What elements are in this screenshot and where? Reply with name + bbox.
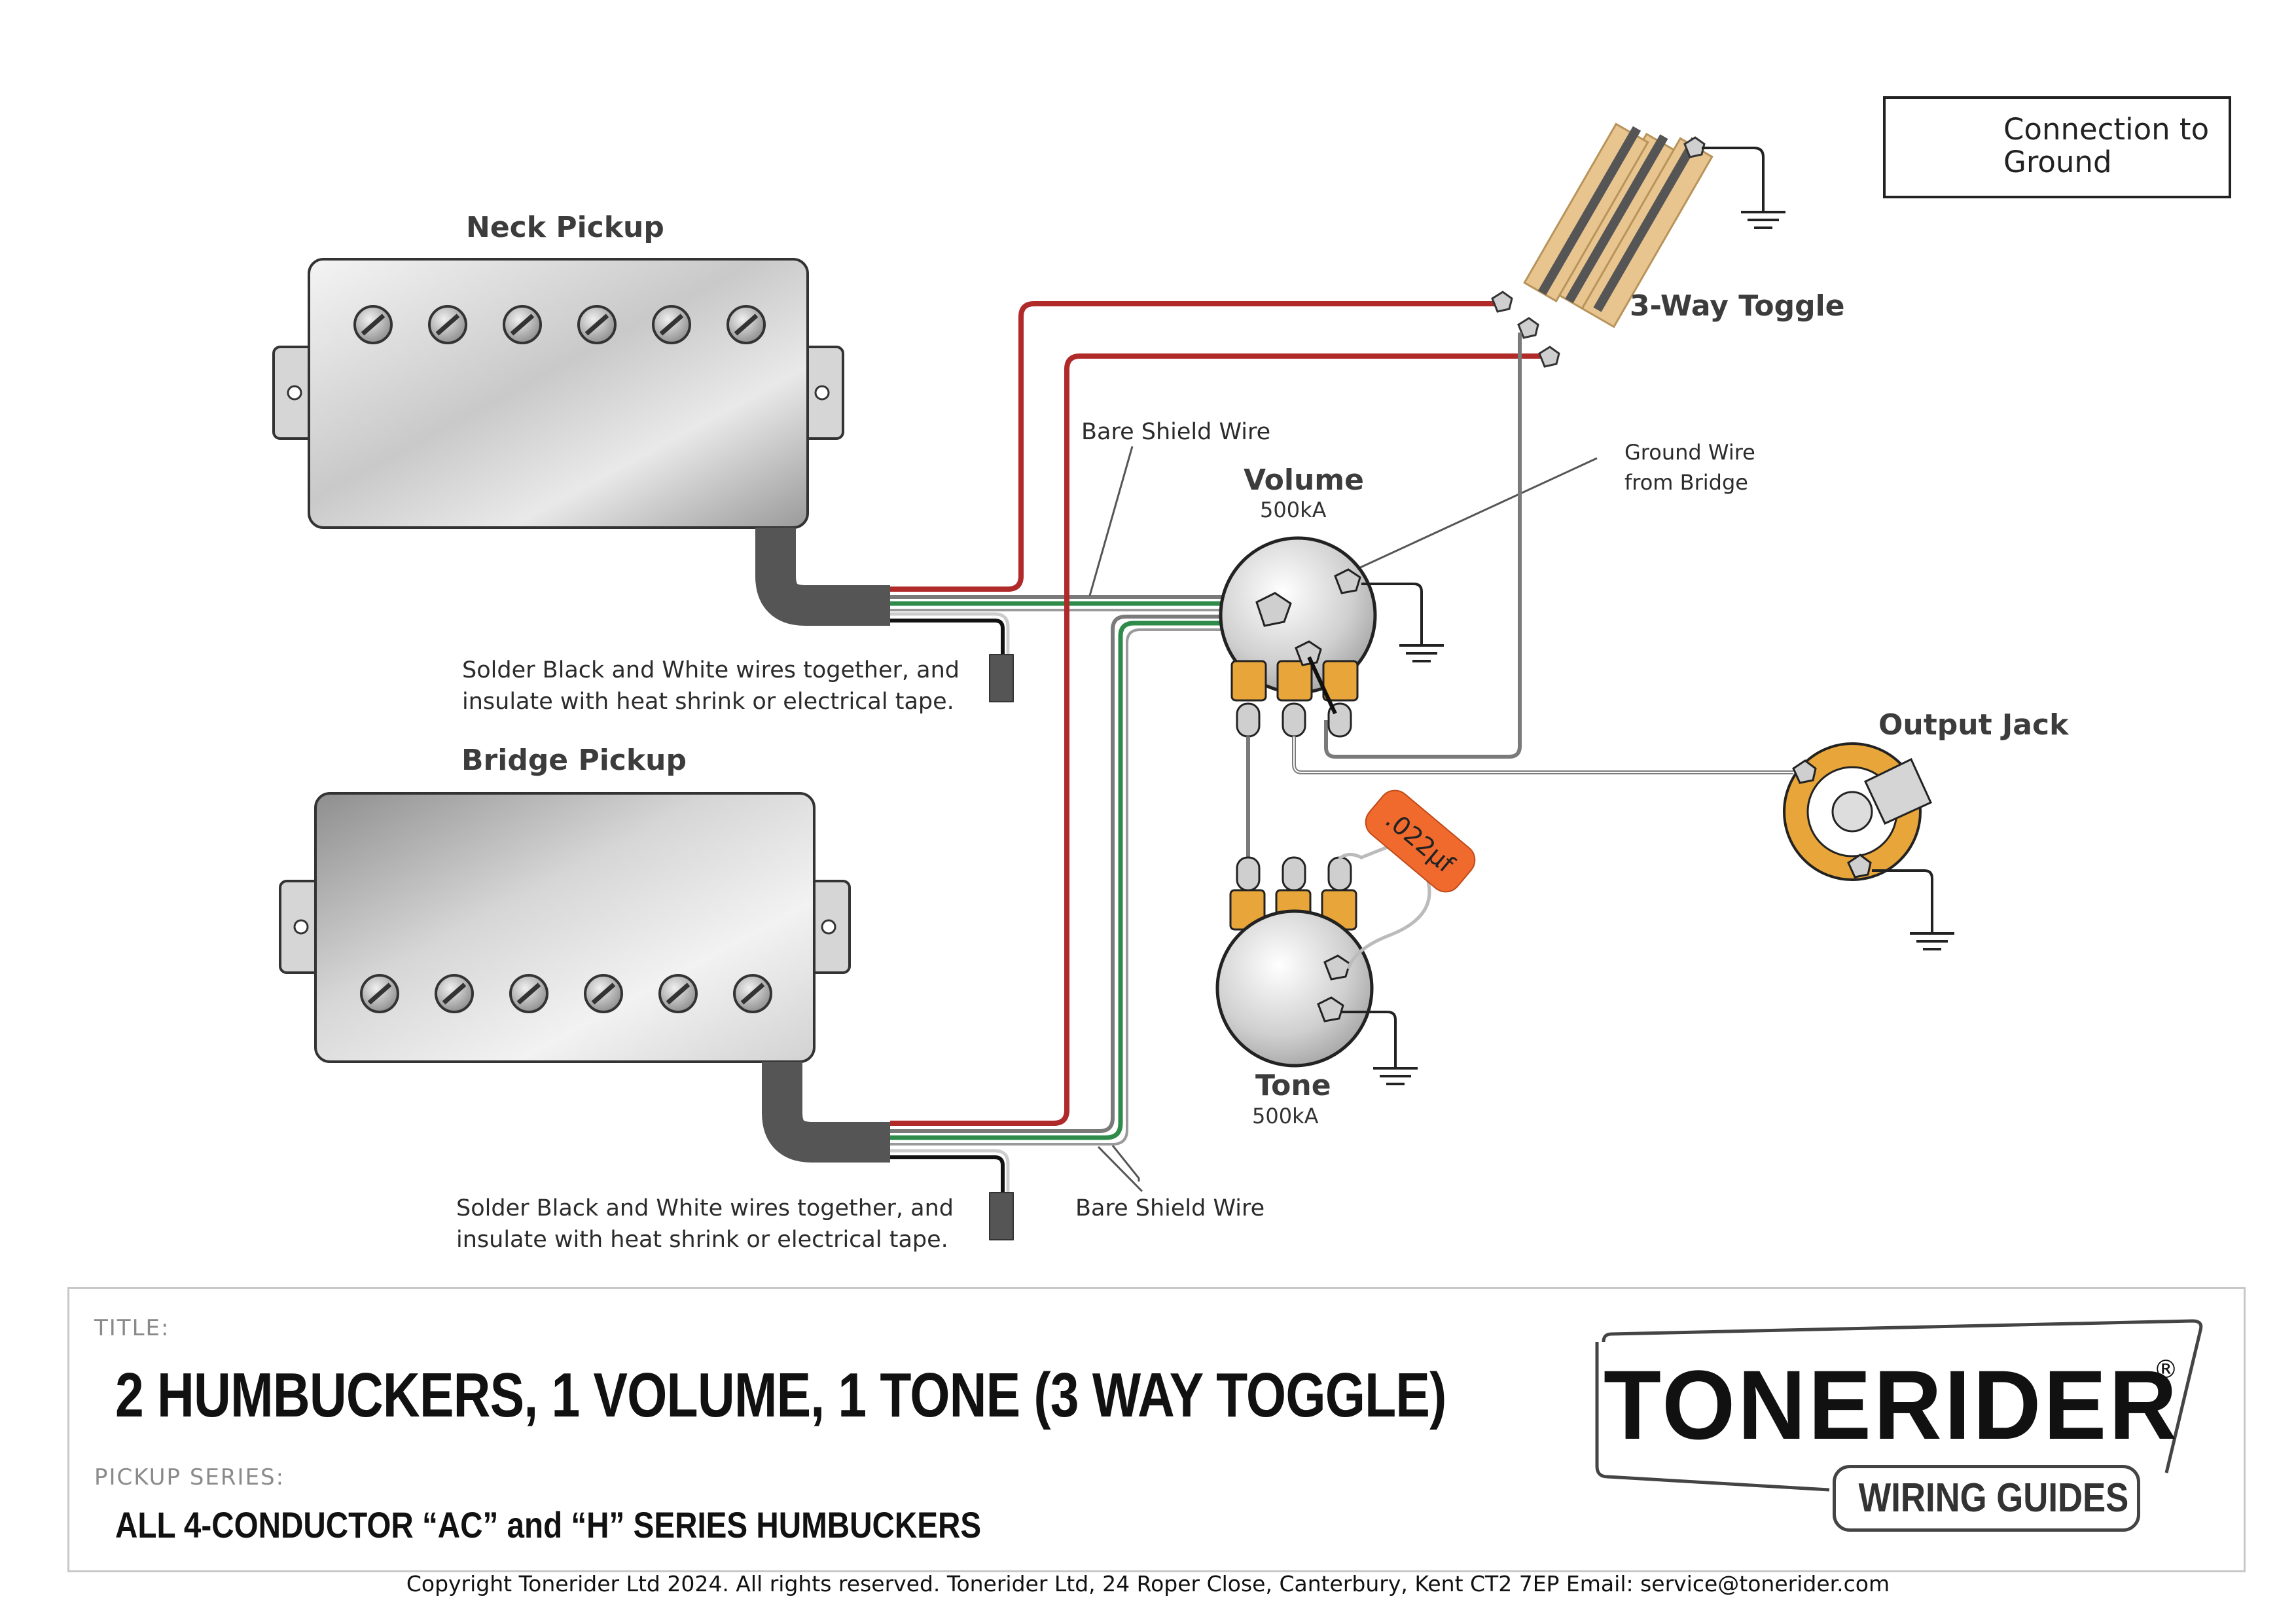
output-jack-label: Output Jack [1878,708,2069,742]
neck-pickup [272,258,890,626]
output-jack [1783,742,1956,950]
bare-shield-label-bottom: Bare Shield Wire [1075,1195,1265,1221]
pickup-series: ALL 4-CONDUCTOR “AC” and “H” SERIES HUMB… [115,1504,982,1545]
bridge-solder-note: Solder Black and White wires together, a… [456,1193,954,1255]
bridge-pole-screws [360,974,772,1013]
neck-solder-note: Solder Black and White wires together, a… [462,655,960,717]
tone-label: Tone [1255,1069,1331,1102]
toggle-label: 3-Way Toggle [1630,289,1845,323]
tone-pot [1215,842,1431,1085]
ground-wire-note: Ground Wire from Bridge [1624,437,1755,497]
bridge-wires [890,353,1545,1240]
registered-mark: ® [2153,1355,2178,1384]
tone-value: 500kA [1252,1104,1319,1128]
neck-solder-note-line1: Solder Black and White wires together, a… [462,657,960,683]
ground-wire-note-line2: from Bridge [1624,470,1748,495]
ground-wire-note-line1: Ground Wire [1624,440,1755,465]
volume-label: Volume [1244,463,1364,497]
capacitor: .022µf [1365,789,1476,893]
tonerider-logo: TONERIDER ® WIRING GUIDES [1590,1316,2212,1551]
pickup-series-caption: PICKUP SERIES: [94,1464,285,1490]
bridge-solder-note-line1: Solder Black and White wires together, a… [456,1195,954,1221]
diagram-title: 2 HUMBUCKERS, 1 VOLUME, 1 TONE (3 WAY TO… [115,1360,1446,1430]
logo-frame [1595,1319,2203,1492]
brand-name: TONERIDER [1604,1350,2180,1460]
bare-shield-label-top: Bare Shield Wire [1081,419,1271,445]
neck-solder-note-line2: insulate with heat shrink or electrical … [462,689,954,715]
volume-value: 500kA [1260,497,1327,522]
three-way-toggle [1324,122,1787,759]
leader-lines [1088,446,1598,1193]
bridge-pickup-label: Bridge Pickup [461,744,687,777]
bridge-pickup [279,792,890,1163]
neck-pole-screws [353,305,766,344]
brand-subtitle: WIRING GUIDES [1858,1475,2129,1521]
title-caption: TITLE: [94,1315,170,1341]
brand-subtitle-box: WIRING GUIDES [1833,1465,2140,1532]
volume-pot [1219,536,1445,738]
neck-wires [890,301,1499,702]
volume-output-wire [1246,736,1793,864]
ground-legend: Connection to Ground [1883,96,2231,198]
ground-legend-text: Connection to Ground [2003,112,2210,179]
bridge-solder-note-line2: insulate with heat shrink or electrical … [456,1227,948,1253]
neck-pickup-label: Neck Pickup [466,211,664,244]
copyright-footer: Copyright Tonerider Ltd 2024. All rights… [406,1571,1890,1597]
